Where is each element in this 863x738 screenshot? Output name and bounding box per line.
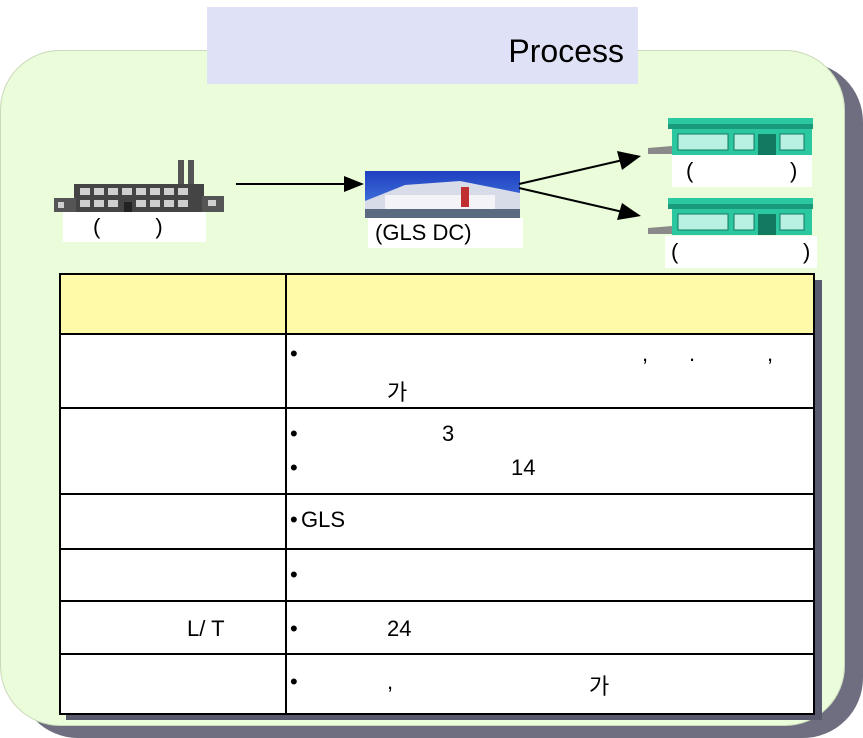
table-row: • , 가 <box>59 653 815 715</box>
row-text: 3 <box>442 421 455 446</box>
table-row: • GLS <box>59 493 815 550</box>
row-label <box>59 333 287 409</box>
factory-icon <box>54 160 224 212</box>
row-label <box>59 653 287 715</box>
header-cell-content <box>285 273 815 335</box>
row-text: , <box>767 341 774 366</box>
bullet: • <box>290 616 298 641</box>
row-text: . <box>689 341 696 366</box>
dc-label: (GLS DC) <box>368 218 523 248</box>
store-icon <box>648 198 813 235</box>
bullet: • <box>290 562 298 587</box>
store-top-label: ( ) <box>672 155 812 187</box>
row-content: • 3 • 14 <box>285 407 815 495</box>
row-text: GLS <box>301 507 346 532</box>
row-text: , <box>387 669 394 694</box>
table-row: L/ T • 24 <box>59 600 815 655</box>
store-bottom-label: ( ) <box>665 236 817 268</box>
row-label <box>59 493 287 550</box>
row-content: • 24 <box>285 600 815 655</box>
bullet: • <box>290 507 298 532</box>
row-text: 가 <box>589 674 610 699</box>
distribution-center-image <box>365 171 520 218</box>
row-content: • <box>285 548 815 602</box>
factory-label: ( ) <box>63 212 206 242</box>
row-text: 24 <box>387 616 412 641</box>
table-row: • 3 • 14 <box>59 407 815 495</box>
row-label-text: L/ T <box>187 616 225 641</box>
row-content: • , 가 <box>285 653 815 715</box>
row-label <box>59 548 287 602</box>
title-box: Process <box>207 7 638 84</box>
bullet: • <box>290 669 298 694</box>
store-icon <box>648 118 813 155</box>
row-text: 가 <box>387 380 408 405</box>
row-content: • , . , 가 <box>285 333 815 409</box>
row-text: 14 <box>511 455 536 480</box>
row-text: , <box>642 341 649 366</box>
row-content: • GLS <box>285 493 815 550</box>
bullet: • <box>290 421 298 446</box>
table-row: • , . , 가 <box>59 333 815 409</box>
flow-arrow-factory-to-dc <box>236 176 364 192</box>
process-table: • , . , 가 • 3 • 14 • GLS • L/ T • <box>59 273 815 715</box>
row-label <box>59 407 287 495</box>
table-header-row <box>59 273 815 335</box>
flow-arrow-dc-to-stores <box>518 151 641 220</box>
table-row: • <box>59 548 815 602</box>
bullet: • <box>290 341 298 366</box>
row-label: L/ T <box>59 600 287 655</box>
header-cell-item <box>59 273 287 335</box>
page-title: Process <box>508 33 624 69</box>
bullet: • <box>290 455 298 480</box>
